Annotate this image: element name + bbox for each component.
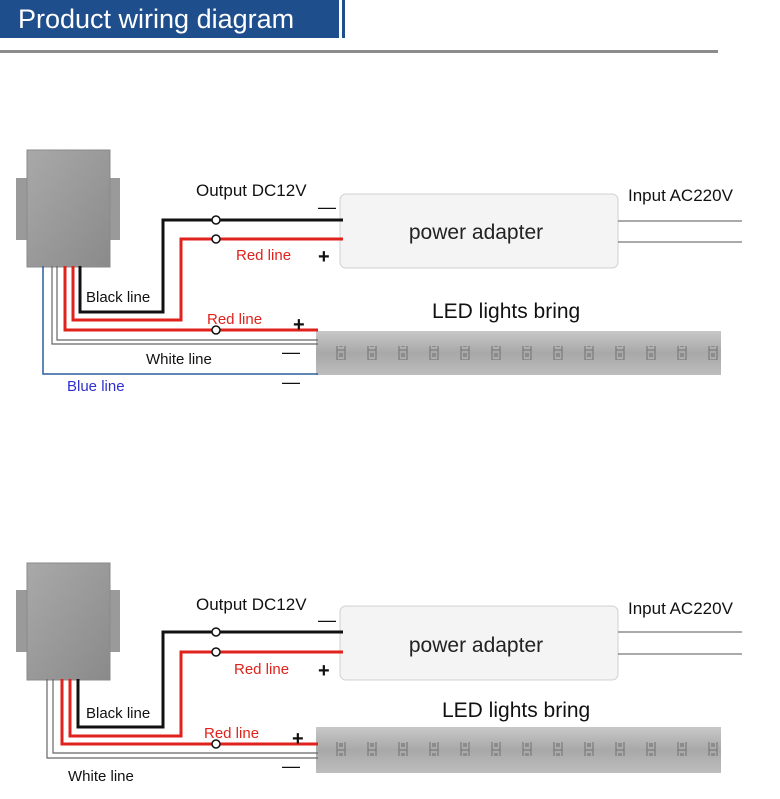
plus-sign: + xyxy=(318,660,330,682)
black-wire xyxy=(78,218,343,314)
output-label: Output DC12V xyxy=(196,181,307,200)
led-strip xyxy=(316,727,721,773)
led-label: LED lights bring xyxy=(432,300,580,323)
blue-line-label: Blue line xyxy=(67,378,125,395)
title-accent-bar xyxy=(342,0,345,38)
title-banner: Product wiring diagram xyxy=(0,0,339,38)
adapter-label: power adapter xyxy=(409,634,543,657)
terminal-dot xyxy=(211,739,221,749)
red-wire-adapter xyxy=(68,650,343,738)
power-adapter: power adapter xyxy=(339,605,619,681)
white-line-label: White line xyxy=(146,351,212,368)
black-line-label: Black line xyxy=(86,289,150,306)
minus-sign: — xyxy=(282,372,300,392)
white-wire-b xyxy=(46,679,318,759)
red-line-label: Red line xyxy=(234,661,289,678)
plus-sign: + xyxy=(318,246,330,268)
led-strip xyxy=(316,331,721,375)
red-line-label: Red line xyxy=(204,725,259,742)
minus-sign: — xyxy=(282,342,300,362)
blue-wire xyxy=(42,266,318,375)
page-title: Product wiring diagram xyxy=(18,4,295,34)
red-line-label: Red line xyxy=(207,311,262,328)
white-wire-a xyxy=(56,266,318,341)
red-wire-adapter xyxy=(71,237,343,322)
led-label: LED lights bring xyxy=(442,699,590,722)
output-label: Output DC12V xyxy=(196,595,307,614)
adapter-label: power adapter xyxy=(409,221,543,244)
power-adapter: power adapter xyxy=(339,193,619,269)
white-wire-b xyxy=(51,266,318,345)
diagram-bottom: power adapter Input AC220V Output DC12V … xyxy=(16,562,742,785)
terminal-dot xyxy=(211,627,221,637)
title-divider xyxy=(0,50,718,53)
input-label: Input AC220V xyxy=(628,186,734,205)
plus-sign: + xyxy=(292,728,304,750)
black-line-label: Black line xyxy=(86,705,150,722)
white-line-label: White line xyxy=(68,768,134,785)
minus-sign: — xyxy=(318,610,336,630)
red-line-label: Red line xyxy=(236,247,291,264)
red-wire-strip xyxy=(60,679,318,746)
input-label: Input AC220V xyxy=(628,599,734,618)
plus-sign: + xyxy=(293,314,305,336)
terminal-dot xyxy=(211,647,221,657)
white-wire-a xyxy=(52,679,318,754)
red-wire-strip xyxy=(63,266,318,332)
black-wire xyxy=(76,630,343,729)
terminal-dot xyxy=(211,234,221,244)
minus-sign: — xyxy=(282,756,300,776)
diagram-top: power adapter Input AC220V Output DC12V … xyxy=(16,149,742,395)
terminal-dot xyxy=(211,325,221,335)
controller-box xyxy=(16,149,120,268)
controller-box xyxy=(16,562,120,681)
terminal-dot xyxy=(211,215,221,225)
minus-sign: — xyxy=(318,197,336,217)
